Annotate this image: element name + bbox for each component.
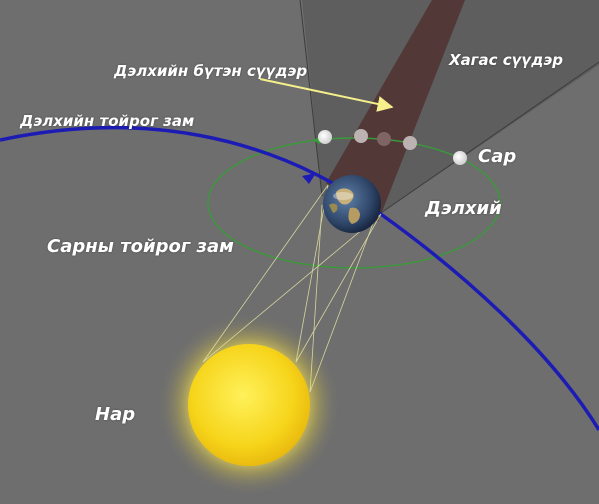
umbra-label: Дэлхийн бүтэн сүүдэр [114, 62, 308, 80]
moon-orbit-ellipse [207, 137, 501, 269]
moon-label: Сар [478, 146, 517, 167]
penumbra-label: Хагас сүүдэр [449, 51, 563, 69]
penumbra-edge-left [299, 0, 323, 197]
sun [188, 344, 310, 466]
moon-5 [453, 151, 467, 165]
earth-label: Дэлхий [425, 198, 502, 219]
earth-orbit-arrow [302, 173, 316, 184]
light-rays [202, 184, 382, 393]
earth [323, 175, 381, 233]
moon-orbit-label: Сарны тойрог зам [47, 236, 234, 257]
moon-4 [403, 136, 417, 150]
sun-label: Нар [95, 404, 136, 425]
moon-phases [318, 129, 467, 165]
moon-2 [354, 129, 368, 143]
penumbra-edge-right [377, 61, 599, 216]
umbra-region [326, 0, 465, 222]
moon-3 [377, 132, 391, 146]
moon-1 [318, 130, 332, 144]
umbra-label-arrow [259, 78, 394, 112]
earth-orbit-label: Дэлхийн тойрог зам [20, 112, 195, 130]
